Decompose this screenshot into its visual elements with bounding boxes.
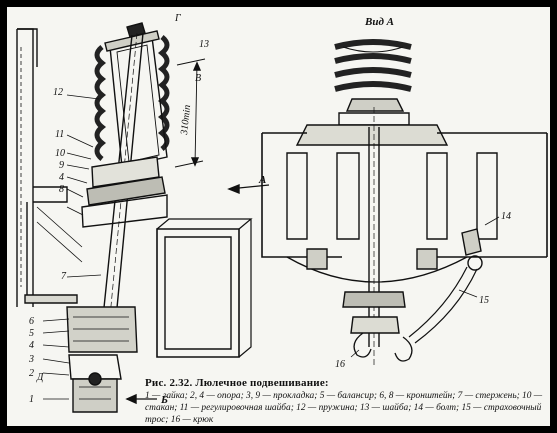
caption-title: Рис. 2.32. Люлечное подвешивание: — [145, 377, 329, 389]
figure-sheet: Вид А 310min А Б Г В Д 13 12 11 10 9 4 8… — [7, 7, 550, 426]
part-10-label: 10 — [55, 148, 65, 159]
bogie-frame-wall — [16, 28, 83, 307]
letter-g-label: Г — [174, 13, 181, 24]
caption-text: 1 — гайка; 2, 4 — опора; 3, 9 — прокладк… — [145, 391, 543, 425]
letter-d-label: Д — [36, 372, 44, 383]
part-14-label: 14 — [501, 211, 511, 222]
letter-v-label: В — [195, 73, 201, 84]
view-a-assembly — [261, 39, 548, 367]
part-16-label: 16 — [335, 359, 345, 370]
part-15-label: 15 — [479, 295, 489, 306]
part-7-label: 7 — [61, 271, 67, 282]
part-2-label: 2 — [29, 368, 34, 379]
spring-12 — [94, 35, 170, 161]
part-8-label: 8 — [59, 184, 64, 195]
technical-drawing: Вид А 310min А Б Г В Д 13 12 11 10 9 4 8… — [16, 13, 548, 413]
figure-caption: Рис. 2.32. Люлечное подвешивание: 1 — га… — [145, 377, 545, 426]
part-5-label: 5 — [29, 328, 34, 339]
arrow-a-label: А — [258, 174, 266, 186]
part-4-top-label: 4 — [59, 172, 64, 183]
part-6-label: 6 — [29, 316, 34, 327]
left-leaders — [42, 94, 102, 400]
part-1-label: 1 — [29, 394, 34, 405]
frame-beam-section — [156, 218, 253, 358]
view-label: Вид А — [364, 16, 394, 28]
part-12-label: 12 — [53, 87, 63, 98]
part-13-label: 13 — [199, 39, 209, 50]
part-4-label: 4 — [29, 340, 34, 351]
part-9-top-label: 9 — [59, 160, 64, 171]
dimension-label: 310min — [179, 104, 193, 136]
part-11-label: 11 — [55, 129, 64, 140]
section-b-label: Б — [160, 394, 168, 406]
part-3-label: 3 — [28, 354, 34, 365]
cradle-hanger-assembly — [66, 22, 270, 413]
